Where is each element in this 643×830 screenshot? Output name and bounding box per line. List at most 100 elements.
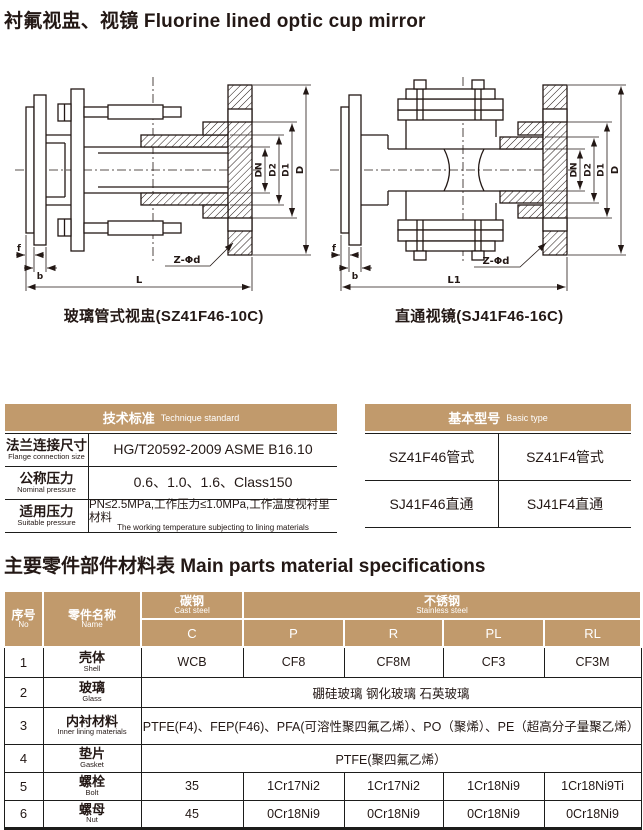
dimension-labels: DN D2 D1 D f b L Z-Φd [17, 162, 306, 286]
row-label: 公称压力 Nominal pressure [5, 467, 89, 499]
dim-length-label: L [136, 275, 143, 286]
basic-type-cell: SZ41F4管式 [498, 434, 631, 480]
row-label-zh: 适用压力 [19, 503, 74, 519]
part-name-en: Gasket [80, 759, 104, 769]
part-name-en: Bolt [85, 787, 99, 797]
technique-header-zh: 技术标准 [102, 411, 155, 426]
col-header-no: 序号 No [3, 590, 44, 648]
material-value-span: PTFE(F4)、FEP(F46)、PFA(可溶性聚四氟乙烯）、PO（聚烯）、P… [140, 706, 642, 745]
materials-table-head: 序号 No 零件名称 Name 碳钢 Cast steel 不锈钢 Stainl… [3, 590, 643, 648]
dim-f-label: f [17, 244, 21, 254]
part-name: 螺栓 Bolt [42, 771, 142, 801]
section-title: 主要零件部件材料表 Main parts material specificat… [0, 551, 643, 578]
material-value: WCB [140, 646, 244, 678]
sight-cup-body [25, 84, 253, 256]
basic-table-header: 基本型号 Basic type [365, 404, 631, 431]
table-row: 4 垫片 Gasket PTFE(聚四氟乙烯） [3, 743, 642, 773]
row-value-line1: PN≤2.5MPa,工作压力≤1.0MPa,工作温度视衬里材料 [89, 498, 330, 524]
dimension-lines [331, 84, 627, 291]
material-value-span: PTFE(聚四氟乙烯） [140, 743, 642, 773]
dim-b-label: b [352, 272, 359, 282]
row-label-zh: 法兰连接尺寸 [6, 437, 87, 453]
part-name-zh: 内衬材料 [65, 713, 118, 729]
stainless-steel-zh: 不锈钢 [424, 593, 461, 608]
materials-table-body: 1 壳体 Shell WCB CF8 CF8M CF3 CF3M 2 玻璃 Gl… [3, 646, 642, 830]
dim-d1-label: D1 [281, 163, 291, 177]
part-name-zh: 垫片 [78, 746, 105, 762]
page-title: 衬氟视盅、视镜 Fluorine lined optic cup mirror [0, 6, 643, 33]
row-value-line2: The working temperature subjecting to li… [117, 523, 309, 533]
basic-type-cell: SJ41F46直通 [389, 496, 474, 512]
material-value: CF3M [543, 646, 642, 678]
table-row: SZ41F46管式 SZ41F4管式 [365, 434, 631, 481]
col-header-name-en: Name [81, 620, 103, 630]
col-header-no-zh: 序号 [11, 607, 36, 622]
col-header-name-zh: 零件名称 [67, 607, 116, 622]
technique-standard-table: 技术标准 Technique standard 法兰连接尺寸 Flange co… [5, 404, 337, 533]
drawing-left-svg: DN D2 D1 D f b L Z-Φd [14, 77, 311, 291]
part-name-zh: 壳体 [78, 650, 105, 666]
dimension-lines [15, 84, 311, 291]
dimension-labels: DN D2 D1 D f b L1 Z-Φd [332, 162, 621, 286]
row-value: 0.6、1.0、1.6、Class150 [133, 474, 293, 491]
table-row: 法兰连接尺寸 Flange connection size HG/T20592-… [5, 434, 337, 467]
dim-b-label: b [37, 272, 44, 282]
group-header-cast-steel: 碳钢 Cast steel [140, 590, 244, 620]
material-value: CF3 [442, 646, 545, 678]
drawings-row: DN D2 D1 D f b L Z-Φd 玻璃管式视盅(SZ41F46-10C… [0, 65, 643, 326]
table-row: SJ41F46直通 SJ41F4直通 [365, 481, 631, 528]
section-title-en: Main parts material specifications [180, 556, 486, 577]
row-no: 1 [3, 646, 44, 678]
material-value: 1Cr18Ni9 [442, 771, 545, 801]
table-row: 5 螺栓 Bolt 35 1Cr17Ni2 1Cr17Ni2 1Cr18Ni9 … [3, 771, 642, 801]
material-value: 1Cr18Ni9Ti [543, 771, 642, 801]
cast-steel-en: Cast steel [174, 606, 210, 616]
dim-d-label: D [610, 166, 621, 174]
dim-length-label: L1 [448, 275, 461, 286]
table-row: 1 壳体 Shell WCB CF8 CF8M CF3 CF3M [3, 646, 642, 678]
row-label-zh: 公称压力 [19, 470, 74, 486]
row-no: 3 [3, 706, 44, 745]
part-name-en: Shell [83, 664, 101, 674]
col-header-pl: PL [442, 618, 545, 648]
drawing-right-block: DN D2 D1 D f b L1 Z-Φd 直通视镜(SJ41F46-16C) [322, 65, 638, 326]
part-name: 玻璃 Glass [42, 676, 142, 708]
row-no: 5 [3, 771, 44, 801]
row-value: HG/T20592-2009 ASME B16.10 [113, 441, 313, 458]
material-value: 1Cr17Ni2 [343, 771, 444, 801]
part-name-zh: 玻璃 [78, 680, 105, 696]
dim-d-label: D [295, 166, 306, 174]
dim-f-label: f [332, 244, 336, 254]
basic-header-en: Basic type [506, 412, 548, 423]
col-header-p: P [242, 618, 345, 648]
row-label-en: Flange connection size [8, 452, 85, 462]
stainless-steel-en: Stainless steel [416, 606, 468, 616]
basic-table-body: SZ41F46管式 SZ41F4管式 SJ41F46直通 SJ41F4直通 [365, 433, 631, 528]
drawing-left-caption: 玻璃管式视盅(SZ41F46-10C) [63, 308, 264, 325]
basic-type-table: 基本型号 Basic type SZ41F46管式 SZ41F4管式 SJ41F… [365, 404, 631, 533]
part-name-zh: 螺母 [78, 801, 105, 817]
row-label: 法兰连接尺寸 Flange connection size [5, 434, 89, 466]
basic-type-cell: SZ41F46管式 [388, 449, 475, 465]
material-value-span: 硼硅玻璃 钢化玻璃 石英玻璃 [140, 676, 642, 708]
material-value: CF8M [343, 646, 444, 678]
material-value: 1Cr17Ni2 [242, 771, 345, 801]
sight-glass-body [340, 79, 568, 261]
basic-header-zh: 基本型号 [448, 411, 501, 426]
part-name-en: Nut [86, 815, 98, 825]
drawing-left-block: DN D2 D1 D f b L Z-Φd 玻璃管式视盅(SZ41F46-10C… [6, 65, 322, 326]
material-value: 35 [140, 771, 244, 801]
col-header-r: R [343, 618, 444, 648]
table-row: 2 玻璃 Glass 硼硅玻璃 钢化玻璃 石英玻璃 [3, 676, 642, 708]
bolt-holes-label: Z-Φd [173, 255, 200, 266]
material-value: CF8 [242, 646, 345, 678]
col-header-rl: RL [542, 618, 643, 648]
part-name-zh: 螺栓 [78, 774, 105, 790]
table-row: 公称压力 Nominal pressure 0.6、1.0、1.6、Class1… [5, 467, 337, 500]
row-no: 4 [3, 743, 44, 773]
part-name-en: Glass [82, 693, 102, 703]
part-name-en: Inner lining materials [57, 727, 127, 737]
part-name: 垫片 Gasket [42, 743, 142, 773]
row-label: 适用压力 Suitable pressure [5, 500, 89, 532]
